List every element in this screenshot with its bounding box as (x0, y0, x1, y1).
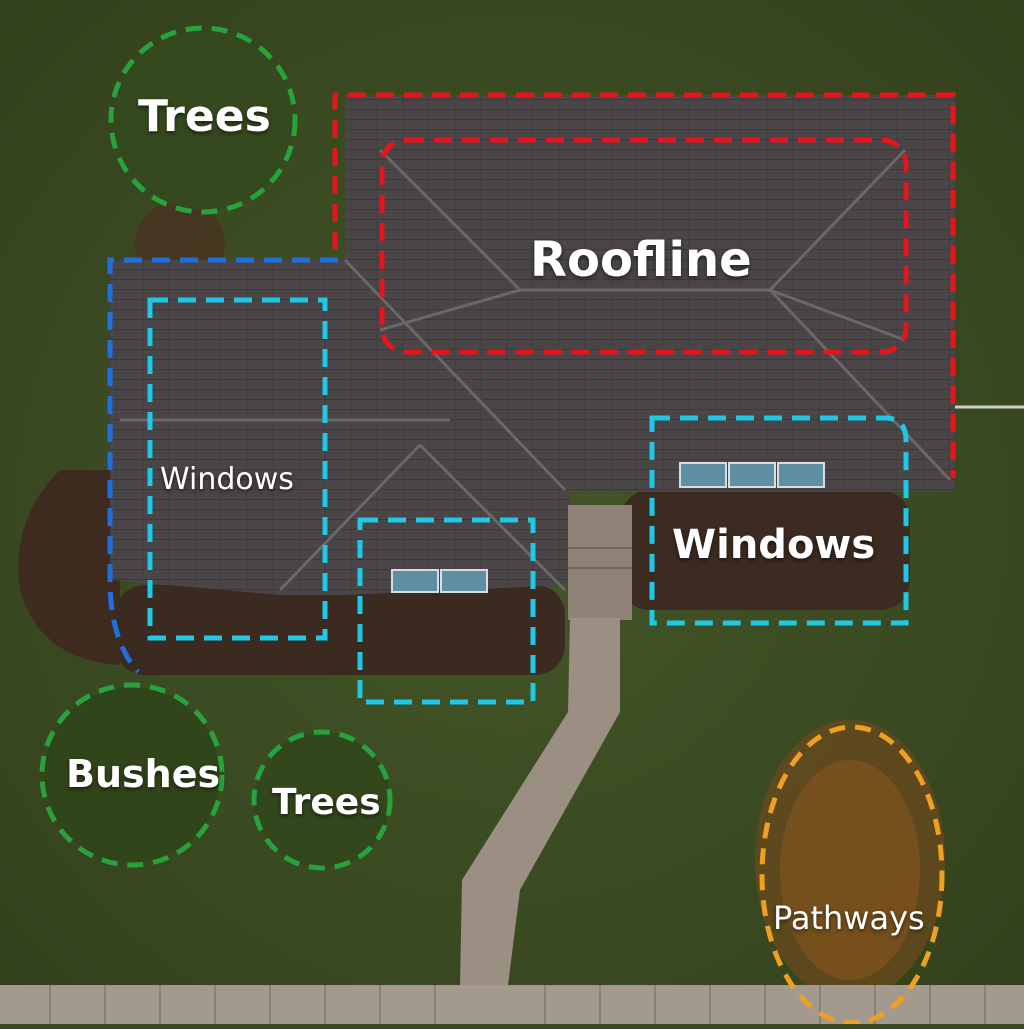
walkway (460, 618, 620, 985)
bushes-label: Bushes (66, 752, 221, 796)
roofline-label: Roofline (530, 232, 752, 288)
house-edge-outline (107, 257, 338, 674)
windows-front-outline (357, 517, 536, 705)
tree-canopy-top (115, 30, 295, 210)
roofline-inner-outline (379, 137, 909, 355)
roofline-outer-outline (332, 92, 956, 478)
trees-top-label: Trees (138, 91, 271, 142)
shrub-bed-right (620, 490, 910, 610)
pathways-outline (759, 724, 945, 1026)
tree-canopy-bottom (254, 732, 390, 868)
window-panes-front (391, 569, 488, 593)
windows-left-label: Windows (160, 462, 294, 497)
bushes-outline (39, 682, 225, 868)
trees-bottom-outline (251, 729, 393, 871)
shrub-bed-left (18, 470, 120, 665)
window-panes-right (679, 462, 825, 488)
leaf-patch-inner (780, 760, 920, 980)
windows-left-outline (147, 297, 328, 641)
trees-bottom-label: Trees (272, 782, 381, 823)
porch-steps (568, 547, 632, 569)
windows-right-outline (649, 415, 909, 626)
bush-canopy (44, 687, 220, 863)
porch (568, 505, 632, 620)
windows-right-label: Windows (672, 522, 876, 568)
trees-top-outline (108, 25, 298, 215)
sidewalk (0, 985, 1024, 1024)
pathways-label: Pathways (773, 899, 925, 937)
roof-ridges (120, 148, 952, 592)
shrub-bed-front (115, 585, 565, 675)
